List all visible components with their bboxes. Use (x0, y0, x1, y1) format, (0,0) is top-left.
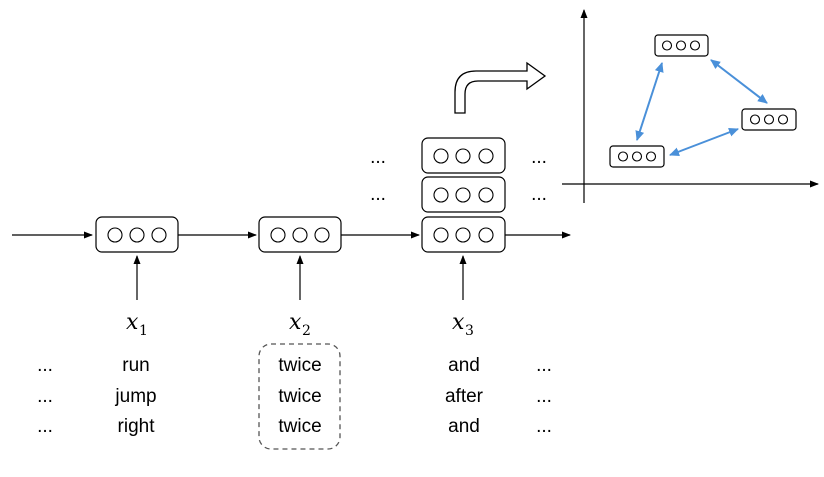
col2-word-1: twice (278, 355, 321, 376)
relation-arrow-left-right (669, 128, 739, 156)
stack-ellipsis-left-top: ... (370, 147, 386, 168)
relation-arrow-left-top (635, 62, 664, 141)
hidden-state-3 (421, 216, 506, 253)
col1-word-1: run (122, 355, 149, 376)
embedding-vector-left (609, 145, 665, 168)
input-label-x3: x 3 (452, 310, 474, 339)
relation-arrow-top-right (710, 59, 768, 104)
projection-arrow (454, 61, 547, 114)
left-ellipsis-1: ... (37, 355, 53, 376)
col3-word-3: and (448, 416, 480, 437)
svg-text:3: 3 (465, 323, 474, 339)
input-label-x1: x 1 (126, 310, 148, 339)
col1-word-3: right (118, 416, 156, 437)
svg-text:1: 1 (139, 323, 148, 339)
svg-text:x: x (289, 310, 302, 335)
right-ellipsis-2: ... (536, 386, 552, 407)
hidden-state-1 (95, 216, 179, 253)
col1-word-2: jump (114, 386, 156, 407)
embedding-vector-top (654, 34, 709, 57)
svg-text:2: 2 (302, 323, 311, 339)
stack-ellipsis-left-bottom: ... (370, 184, 386, 205)
svg-text:x: x (452, 310, 465, 335)
input-label-x2: x 2 (289, 310, 311, 339)
hidden-state-2 (258, 216, 342, 253)
col3-word-2: after (445, 386, 484, 407)
right-ellipsis-3: ... (536, 416, 552, 437)
embedding-vector-right (741, 108, 797, 131)
stack-ellipsis-right-top: ... (531, 147, 547, 168)
col3-word-1: and (448, 355, 480, 376)
col2-word-2: twice (278, 386, 321, 407)
right-ellipsis-1: ... (536, 355, 552, 376)
svg-text:x: x (126, 310, 139, 335)
col2-word-3: twice (278, 416, 321, 437)
dashed-highlight-box (258, 343, 341, 450)
stacked-state-top (421, 137, 506, 174)
left-ellipsis-2: ... (37, 386, 53, 407)
stack-ellipsis-right-bottom: ... (531, 184, 547, 205)
stacked-state-middle (421, 176, 506, 213)
left-ellipsis-3: ... (37, 416, 53, 437)
